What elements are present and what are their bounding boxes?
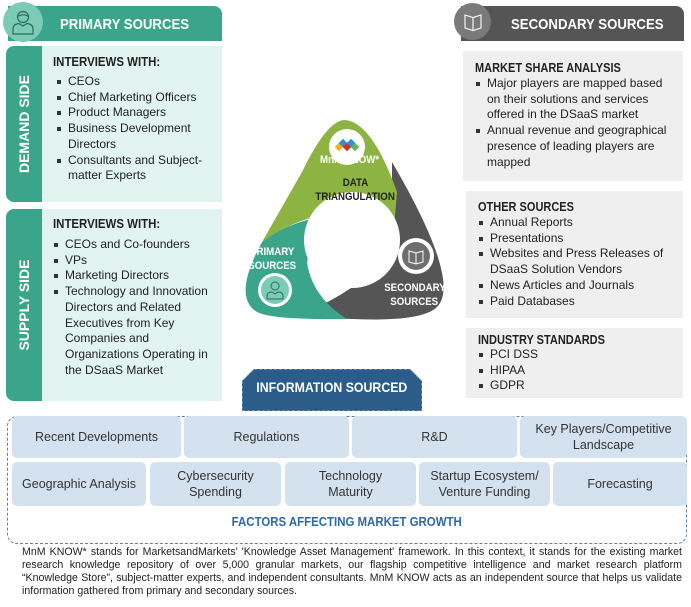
list-item: Annual revenue and geographical presence…	[475, 123, 679, 170]
person-icon	[266, 281, 284, 300]
supply-side-panel: INTERVIEWS WITH: CEOs and Co-founders VP…	[42, 209, 222, 401]
demand-side-list: CEOs Chief Marketing Officers Product Ma…	[56, 74, 216, 184]
primary-sources-header	[8, 6, 222, 41]
industry-standards-heading: INDUSTRY STANDARDS	[478, 333, 605, 347]
secondary-sources-title: SECONDARY SOURCES	[511, 16, 664, 33]
mnm-know-label: MnM KNOW*	[320, 154, 380, 166]
mnm-logo-icon	[334, 138, 360, 152]
list-item: Business Development Directors	[56, 121, 216, 152]
supply-side-label: SUPPLY SIDE	[16, 259, 32, 351]
list-item: Product Managers	[56, 105, 216, 121]
data-triangulation-label: DATA TRIANGULATION	[315, 177, 395, 203]
factor-forecasting: Forecasting	[553, 462, 687, 506]
factor-recent-developments: Recent Developments	[12, 416, 181, 458]
industry-standards-list: PCI DSS HIPAA GDPR	[478, 347, 678, 394]
list-item: Consultants and Subject-matter Experts	[56, 153, 216, 184]
supply-side-list: CEOs and Co-founders VPs Marketing Direc…	[53, 237, 219, 378]
list-item: CEOs	[56, 74, 216, 90]
primary-sources-title: PRIMARY SOURCES	[60, 16, 190, 33]
list-item: CEOs and Co-founders	[53, 237, 219, 253]
primary-sources-triangle-label: PRIMARY SOURCES	[248, 246, 296, 272]
primary-sources-badge	[3, 2, 43, 42]
book-icon	[463, 13, 482, 31]
secondary-sources-lobe	[292, 162, 444, 320]
list-item: Paid Databases	[478, 294, 678, 310]
secondary-sources-header-badge	[454, 3, 491, 40]
list-item: Websites and Press Releases of DSaaS Sol…	[478, 246, 678, 277]
secondary-sources-header	[461, 6, 684, 41]
factor-key-players: Key Players/Competitive Landscape	[520, 416, 687, 458]
center-circle	[304, 192, 400, 288]
list-item: Major players are mapped based on their …	[475, 76, 679, 123]
list-item: Presentations	[478, 231, 678, 247]
demand-side-heading: INTERVIEWS WITH:	[53, 54, 161, 69]
list-item: HIPAA	[478, 363, 678, 379]
list-item: News Articles and Journals	[478, 278, 678, 294]
factor-cybersecurity-spending: Cybersecurity Spending	[150, 462, 281, 506]
footnote: MnM KNOW* stands for MarketsandMarkets' …	[22, 546, 682, 597]
supply-side-tab: SUPPLY SIDE	[6, 209, 42, 401]
industry-standards-box: INDUSTRY STANDARDS PCI DSS HIPAA GDPR	[466, 328, 683, 398]
other-sources-heading: OTHER SOURCES	[478, 200, 574, 214]
demand-side-label: DEMAND SIDE	[16, 75, 32, 174]
factor-geographic-analysis: Geographic Analysis	[12, 462, 146, 506]
person-icon	[12, 10, 34, 35]
list-item: PCI DSS	[478, 347, 678, 363]
other-sources-box: OTHER SOURCES Annual Reports Presentatio…	[466, 191, 683, 318]
information-sourced-title: INFORMATION SOURCED	[256, 379, 408, 395]
book-icon	[408, 250, 424, 265]
other-sources-list: Annual Reports Presentations Websites an…	[478, 215, 678, 309]
data-triangulation-diagram	[245, 120, 444, 320]
list-item: Chief Marketing Officers	[56, 90, 216, 106]
factor-r-and-d: R&D	[352, 416, 517, 458]
factor-technology-maturity: Technology Maturity	[285, 462, 416, 506]
demand-side-tab: DEMAND SIDE	[6, 46, 42, 202]
market-share-heading: MARKET SHARE ANALYSIS	[475, 61, 621, 75]
list-item: Technology and Innovation Directors and …	[53, 284, 219, 378]
list-item: Marketing Directors	[53, 268, 219, 284]
factors-title: FACTORS AFFECTING MARKET GROWTH	[231, 514, 463, 529]
market-share-analysis-box: MARKET SHARE ANALYSIS Major players are …	[463, 51, 683, 181]
list-item: GDPR	[478, 378, 678, 394]
list-item: Annual Reports	[478, 215, 678, 231]
list-item: VPs	[53, 253, 219, 269]
supply-side-heading: INTERVIEWS WITH:	[53, 216, 161, 231]
information-sourced-banner	[242, 369, 422, 411]
factor-startup-ecosystem: Startup Ecosystem/ Venture Funding	[419, 462, 550, 506]
factor-regulations: Regulations	[184, 416, 349, 458]
market-share-list: Major players are mapped based on their …	[475, 76, 679, 170]
demand-side-panel: INTERVIEWS WITH: CEOs Chief Marketing Of…	[42, 46, 222, 202]
secondary-sources-triangle-label: SECONDARY SOURCES	[384, 282, 446, 308]
